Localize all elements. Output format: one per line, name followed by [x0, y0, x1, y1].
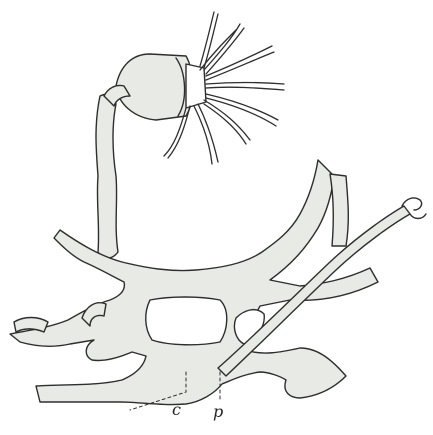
- tentacle-9: [200, 30, 236, 70]
- left-stalk: [96, 94, 118, 258]
- tentacle-7: [198, 104, 218, 162]
- right-upright-branch: [330, 174, 348, 246]
- tentacle-6b: [204, 104, 246, 144]
- colony-branches: [10, 94, 378, 404]
- tentacle-4: [206, 83, 284, 85]
- tentacle-5: [206, 94, 278, 120]
- label-p: p: [213, 404, 223, 420]
- loop-left: [146, 297, 227, 345]
- polyp-hypostome: [186, 64, 206, 108]
- tube-tip-2: [410, 214, 426, 219]
- tentacle-4b: [206, 87, 284, 90]
- tentacle-5b: [206, 98, 276, 126]
- polyp: [104, 54, 206, 120]
- label-c: c: [172, 402, 181, 418]
